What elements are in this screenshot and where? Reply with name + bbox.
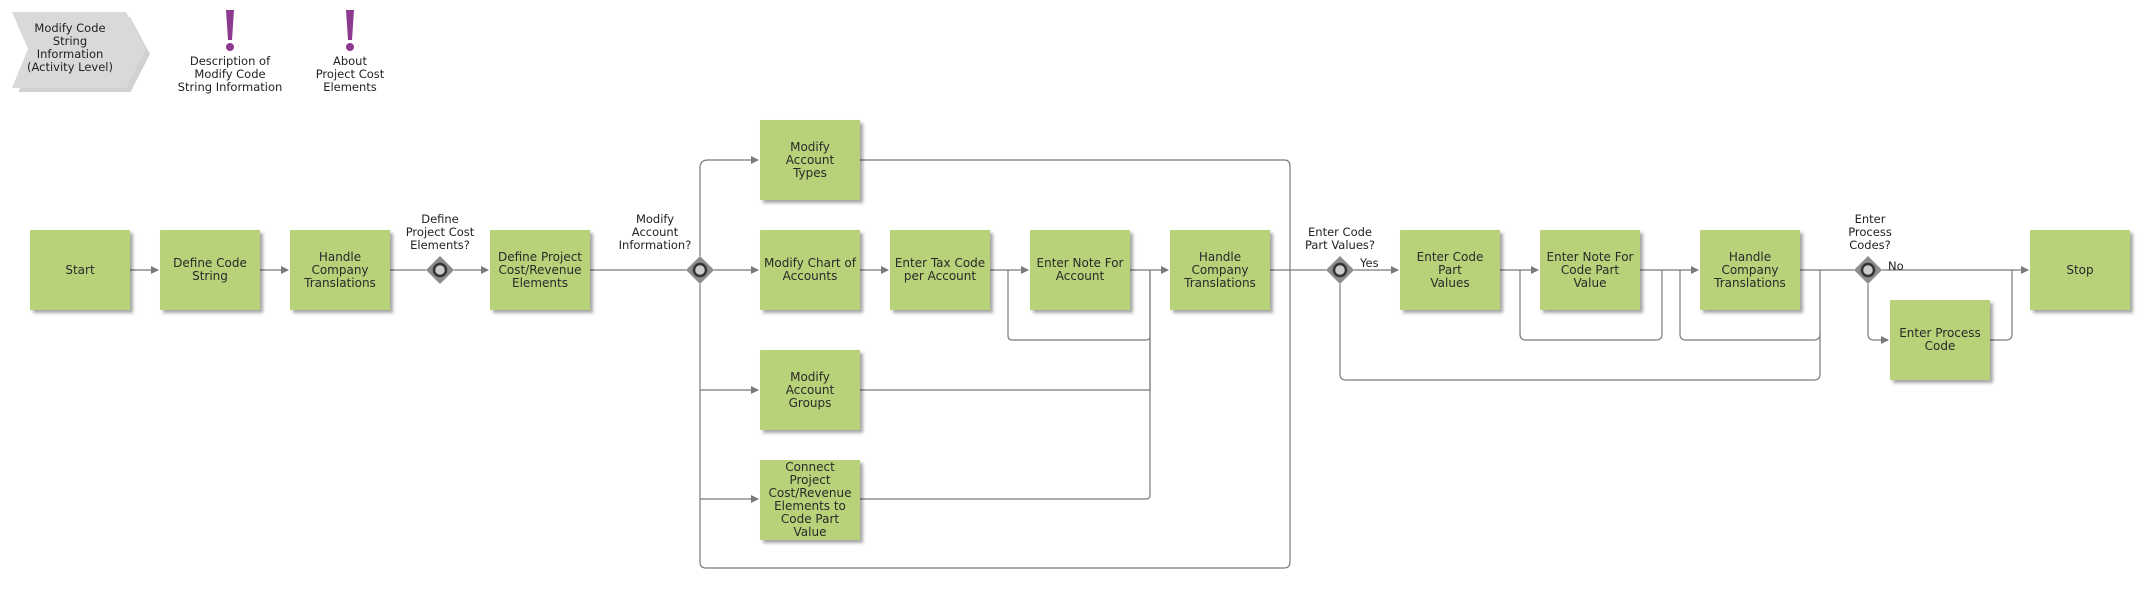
gateway-account-info[interactable] bbox=[685, 255, 715, 285]
flow-label-no: No bbox=[1888, 259, 1904, 273]
enter-process-code-activity[interactable]: Enter Process Code bbox=[1890, 300, 1990, 380]
start-event[interactable]: Start bbox=[30, 230, 130, 310]
enter-tax-code-activity[interactable]: Enter Tax Code per Account bbox=[890, 230, 990, 310]
process-title: Modify Code String Information (Activity… bbox=[27, 21, 113, 74]
enter-note-account-activity[interactable]: Enter Note For Account bbox=[1030, 230, 1130, 310]
modify-account-types-activity[interactable]: Modify Account Types bbox=[760, 120, 860, 200]
exclamation-icon[interactable] bbox=[342, 10, 358, 52]
gateway-code-part-values-label: Enter Code Part Values? bbox=[1304, 225, 1376, 252]
gateway-account-info-label: Modify Account Information? bbox=[618, 212, 692, 252]
stop-event[interactable]: Stop bbox=[2030, 230, 2130, 310]
flow-note-bypass bbox=[1679, 270, 1821, 341]
flow-g2-connect bbox=[699, 390, 759, 503]
enter-code-part-values-activity[interactable]: Enter Code Part Values bbox=[1400, 230, 1500, 310]
gateway-process-codes-label: Enter Process Codes? bbox=[1848, 212, 1892, 252]
flow-codepart-bypass bbox=[1519, 270, 1663, 341]
flow-g3-bypass bbox=[1339, 270, 1821, 381]
handle-company-translations-activity[interactable]: Handle Company Translations bbox=[1170, 230, 1270, 310]
gateway-code-part-values[interactable] bbox=[1325, 255, 1355, 285]
process-banner bbox=[12, 12, 150, 92]
handle-company-translations-activity[interactable]: Handle Company Translations bbox=[290, 230, 390, 310]
gateway-project-cost-label: Define Project Cost Elements? bbox=[405, 212, 475, 252]
flow-g2-types bbox=[699, 156, 759, 256]
note-description-label: Description of Modify Code String Inform… bbox=[177, 54, 283, 94]
handle-company-translations-activity[interactable]: Handle Company Translations bbox=[1700, 230, 1800, 310]
flow-types-right bbox=[860, 159, 1291, 270]
gateway-project-cost[interactable] bbox=[425, 255, 455, 285]
gateway-process-codes[interactable] bbox=[1853, 255, 1883, 285]
modify-chart-of-accounts-activity[interactable]: Modify Chart of Accounts bbox=[760, 230, 860, 310]
flow-connect-merge bbox=[860, 340, 1151, 500]
connect-project-cost-activity[interactable]: Connect Project Cost/Revenue Elements to… bbox=[760, 460, 860, 540]
note-about-label: About Project Cost Elements bbox=[315, 54, 385, 94]
enter-note-code-part-activity[interactable]: Enter Note For Code Part Value bbox=[1540, 230, 1640, 310]
modify-account-groups-activity[interactable]: Modify Account Groups bbox=[760, 350, 860, 430]
define-project-cost-activity[interactable]: Define Project Cost/Revenue Elements bbox=[490, 230, 590, 310]
exclamation-icon[interactable] bbox=[222, 10, 238, 52]
flow-processcode-stop bbox=[1990, 270, 2013, 341]
flow-label-yes: Yes bbox=[1360, 256, 1379, 270]
define-code-string-activity[interactable]: Define Code String bbox=[160, 230, 260, 310]
flow-g2-groups bbox=[699, 284, 759, 394]
flow-g2-bypass bbox=[699, 270, 1291, 569]
flow-g4-processcode bbox=[1867, 284, 1889, 344]
